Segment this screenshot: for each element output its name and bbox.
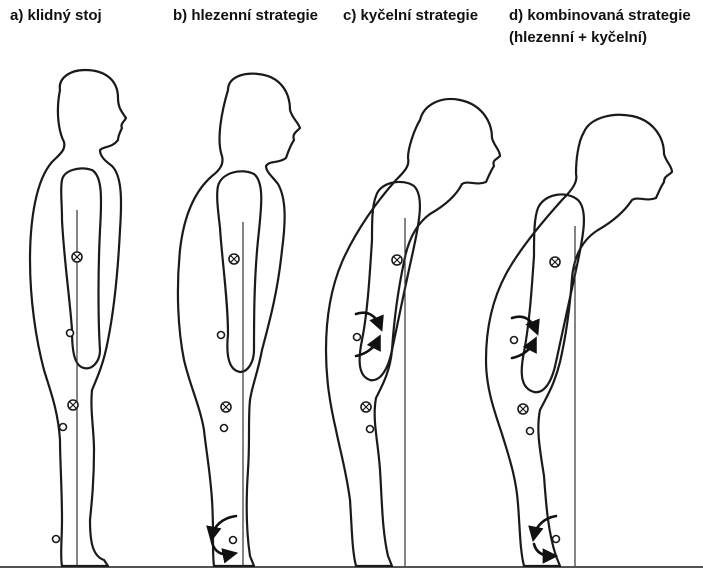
figure-d-ankle-torque-arrow-lower bbox=[534, 544, 552, 556]
figure-b-hip-joint-marker bbox=[218, 332, 225, 339]
figure-a-quiet-standing bbox=[30, 70, 126, 566]
figure-c-hip-joint-marker bbox=[354, 334, 361, 341]
figure-b-ankle-joint-marker bbox=[230, 537, 237, 544]
figure-b-ankle-strategy bbox=[178, 74, 300, 566]
figure-b-ankle-torque-arrow-upper bbox=[212, 516, 236, 536]
figure-d-hip-joint-marker bbox=[511, 337, 518, 344]
figure-d-ankle-torque-arrow-upper bbox=[534, 516, 556, 536]
figure-b-ankle-torque-arrow-lower bbox=[212, 542, 232, 555]
figure-c-knee-joint-marker bbox=[367, 426, 374, 433]
figure-a-outline bbox=[30, 70, 126, 566]
figure-c-outline bbox=[326, 99, 500, 566]
figure-b-knee-joint-marker bbox=[221, 425, 228, 432]
figure-a-ankle-joint-marker bbox=[53, 536, 60, 543]
figure-a-knee-joint-marker bbox=[60, 424, 67, 431]
figure-d-knee-joint-marker bbox=[527, 428, 534, 435]
figure-a-hip-joint-marker bbox=[67, 330, 74, 337]
figure-c-hip-strategy bbox=[326, 99, 500, 566]
figure-b-arm bbox=[217, 171, 261, 372]
figure-b-outline bbox=[178, 74, 300, 566]
figure-a-arm bbox=[61, 168, 101, 368]
figure-d-hip-torque-arrow-upper bbox=[512, 317, 536, 330]
figure-d-combined-strategy bbox=[486, 115, 672, 566]
figure-c-hip-torque-arrow-upper bbox=[356, 313, 380, 326]
figure-d-ankle-joint-marker bbox=[553, 536, 560, 543]
